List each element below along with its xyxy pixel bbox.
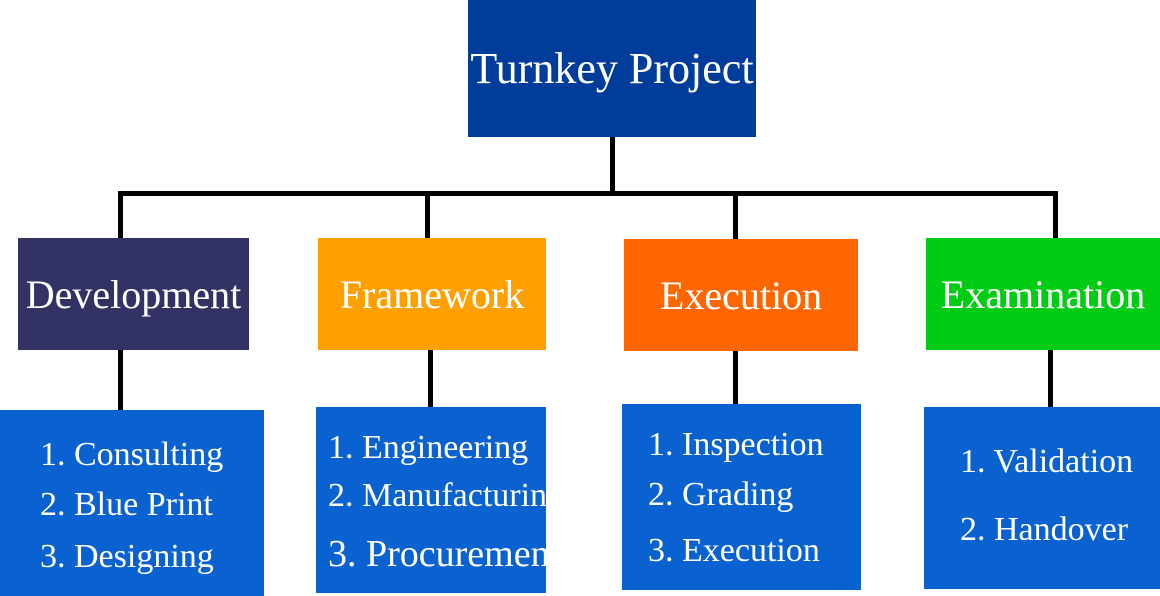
development-item-list: 1. Consulting 2. Blue Print 3. Designing — [0, 410, 264, 596]
category-development: Development — [18, 238, 249, 350]
connector-framework-down — [428, 349, 433, 408]
connector-examination-down — [1048, 349, 1053, 408]
list-item: 2. Blue Print — [40, 486, 213, 523]
connector-development-down — [118, 349, 123, 411]
list-item: 3. Designing — [40, 538, 214, 575]
connector-execution-up — [733, 191, 738, 241]
list-item: 1. Inspection — [648, 426, 824, 463]
connector-examination-up — [1053, 191, 1058, 240]
list-item: 2. Manufacturing — [328, 477, 565, 514]
list-item: 1. Engineering — [328, 429, 529, 466]
connector-horizontal — [118, 191, 1058, 196]
connector-development-up — [118, 191, 123, 239]
connector-framework-up — [425, 191, 430, 239]
examination-item-list: 1. Validation 2. Handover — [924, 407, 1160, 589]
category-framework: Framework — [318, 238, 546, 350]
list-item: 3. Execution — [648, 532, 820, 569]
category-execution: Execution — [624, 239, 858, 351]
connector-root-down — [610, 137, 615, 195]
category-examination: Examination — [926, 238, 1160, 350]
connector-execution-down — [733, 350, 738, 405]
framework-item-list: 1. Engineering 2. Manufacturing 3. Procu… — [316, 407, 564, 593]
list-item: 2. Grading — [648, 476, 794, 513]
list-item: 1. Consulting — [40, 436, 224, 473]
list-item: 1. Validation — [960, 443, 1134, 480]
list-item: 2. Handover — [960, 511, 1129, 548]
execution-item-list: 1. Inspection 2. Grading 3. Execution — [622, 404, 861, 590]
list-item: 3. Procurement — [328, 533, 561, 575]
root-node: Turnkey Project — [468, 0, 756, 137]
